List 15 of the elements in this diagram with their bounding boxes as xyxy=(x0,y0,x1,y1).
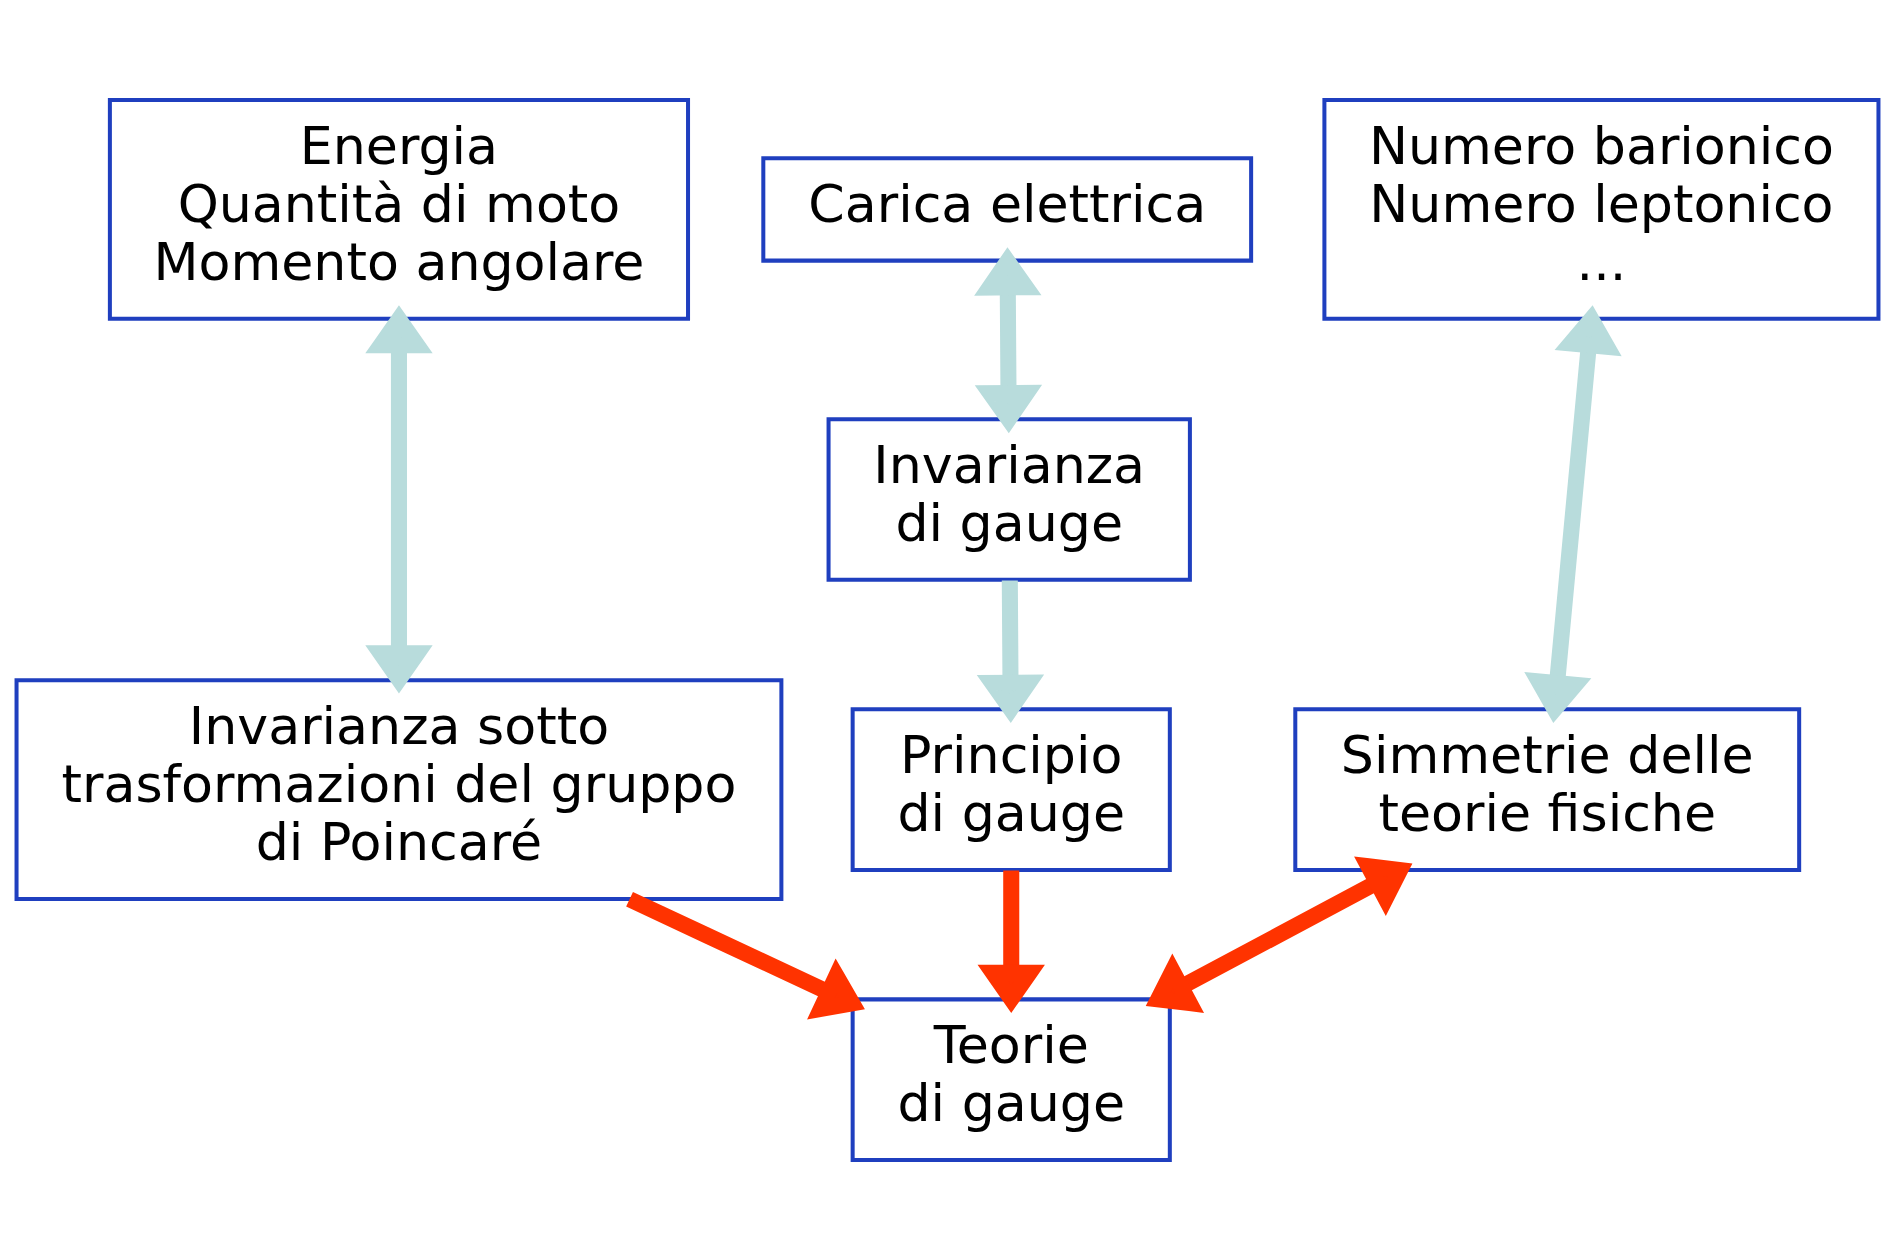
node-box: Teorie di gauge xyxy=(850,997,1172,1162)
node-box: Simmetrie delle teorie fisiche xyxy=(1293,707,1802,872)
node-box: Invarianza sotto trasformazioni del gruppo di Poincaré xyxy=(14,678,784,901)
arrow xyxy=(626,892,865,1020)
node-box: Numero barionico Numero leptonico ... xyxy=(1322,98,1881,321)
arrow xyxy=(1524,305,1622,723)
node-box: Carica elettrica xyxy=(761,156,1254,263)
arrow xyxy=(1145,856,1413,1013)
arrow xyxy=(974,247,1043,434)
node-box: Energia Quantità di moto Momento angolare xyxy=(107,98,691,321)
node-box: Invarianza di gauge xyxy=(826,417,1192,582)
arrow xyxy=(976,580,1045,723)
node-box: Principio di gauge xyxy=(850,707,1172,872)
arrow xyxy=(977,870,1045,1013)
arrow xyxy=(365,305,433,694)
